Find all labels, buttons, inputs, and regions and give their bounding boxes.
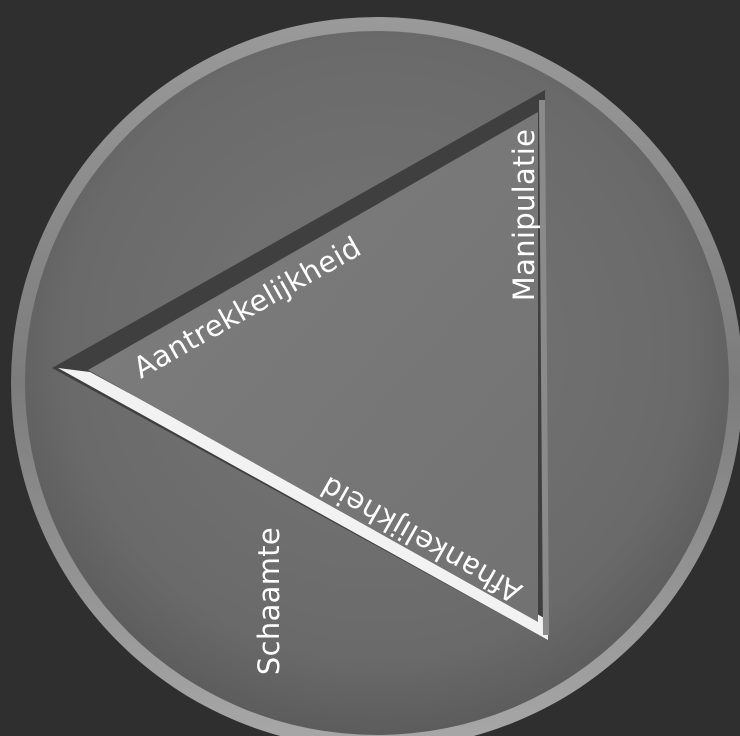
label-schaamte: Schaamte	[252, 527, 286, 675]
triangle-right-edge	[542, 100, 546, 635]
label-manipulatie: Manipulatie	[507, 129, 541, 301]
